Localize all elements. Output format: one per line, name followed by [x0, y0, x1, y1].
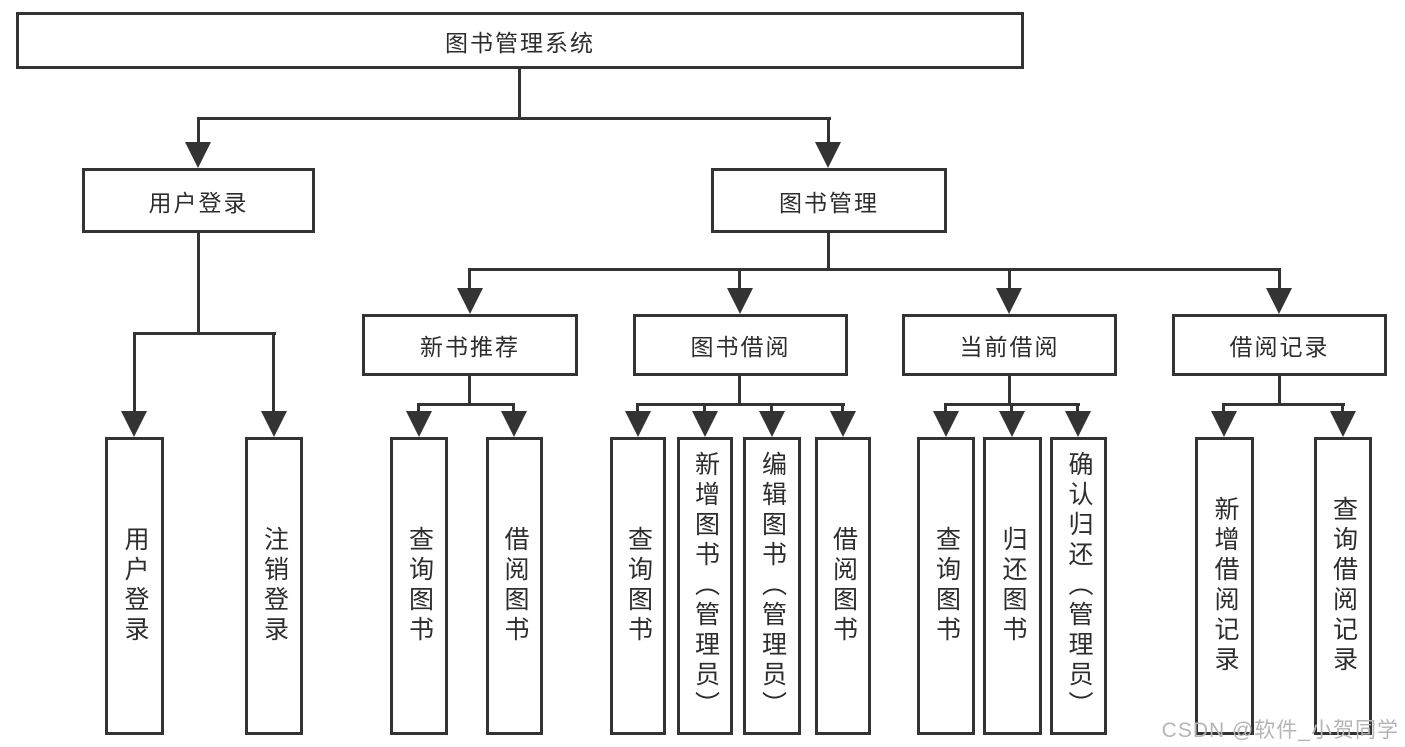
node-label: 归还图书	[999, 526, 1027, 646]
node-label: 查询图书	[932, 526, 961, 646]
connector-line	[1010, 403, 1013, 413]
node-borrowing-records: 借阅记录	[1172, 314, 1387, 376]
connector-line	[703, 403, 706, 413]
arrow-down-icon	[1266, 288, 1292, 314]
node-label: 当前借阅	[959, 334, 1060, 360]
node-label: 用户登录	[148, 189, 249, 216]
connector-line	[518, 69, 521, 119]
node-label: 查询图书	[405, 526, 434, 646]
arrow-down-icon	[1330, 411, 1356, 437]
connector-line	[133, 332, 136, 413]
connector-line	[1076, 403, 1079, 413]
arrow-down-icon	[933, 411, 959, 437]
arrow-down-icon	[999, 411, 1025, 437]
arrow-down-icon	[261, 411, 287, 437]
node-leaf-borrow-books-1: 借阅图书	[486, 437, 543, 735]
node-leaf-add-book-admin: 新增图书（管理员）	[677, 437, 733, 735]
arrow-down-icon	[727, 288, 753, 314]
arrow-down-icon	[996, 288, 1022, 314]
node-leaf-query-books-3: 查询图书	[917, 437, 975, 735]
node-leaf-edit-book-admin: 编辑图书（管理员）	[743, 437, 801, 735]
arrow-down-icon	[185, 142, 211, 168]
connector-line	[841, 403, 844, 413]
arrow-down-icon	[815, 142, 841, 168]
connector-line	[944, 403, 947, 413]
node-label: 注销登录	[260, 526, 289, 646]
node-leaf-user-login: 用户登录	[105, 437, 164, 735]
node-leaf-return-books: 归还图书	[983, 437, 1042, 735]
node-label: 图书借阅	[690, 334, 791, 360]
connector-line	[1341, 403, 1344, 413]
node-user-login: 用户登录	[82, 168, 315, 233]
node-label: 图书管理	[779, 189, 879, 216]
connector-line	[1278, 268, 1281, 290]
connector-line	[738, 376, 741, 405]
connector-line	[1278, 376, 1281, 405]
node-new-book-recommend: 新书推荐	[362, 314, 578, 376]
node-label: 编辑图书（管理员）	[758, 451, 787, 721]
node-label: 确认归还（管理员）	[1065, 451, 1093, 721]
connector-line	[468, 268, 471, 290]
connector-line	[468, 268, 1281, 271]
node-leaf-borrow-books-2: 借阅图书	[815, 437, 871, 735]
connector-line	[636, 403, 639, 413]
connector-line	[827, 117, 830, 144]
arrow-down-icon	[406, 411, 432, 437]
node-label: 新增图书（管理员）	[691, 451, 720, 721]
connector-line	[272, 332, 275, 413]
connector-line	[827, 233, 830, 271]
node-label: 用户登录	[121, 526, 149, 646]
connector-line	[417, 403, 420, 413]
node-label: 借阅记录	[1229, 334, 1330, 360]
node-label: 查询图书	[624, 526, 653, 646]
connector-line	[197, 117, 200, 144]
connector-line	[133, 332, 276, 335]
connector-line	[1222, 403, 1225, 413]
arrow-down-icon	[692, 411, 718, 437]
node-library-system: 图书管理系统	[16, 12, 1024, 69]
connector-line	[636, 403, 845, 406]
arrow-down-icon	[501, 411, 527, 437]
node-label: 查询借阅记录	[1329, 496, 1358, 676]
node-label: 新增借阅记录	[1211, 496, 1239, 676]
connector-line	[197, 117, 831, 120]
node-leaf-logout: 注销登录	[245, 437, 303, 735]
connector-line	[417, 403, 515, 406]
connector-line	[770, 403, 773, 413]
connector-line	[512, 403, 515, 413]
node-label: 图书管理系统	[445, 29, 595, 56]
node-label: 借阅图书	[829, 526, 858, 646]
arrow-down-icon	[121, 411, 147, 437]
connector-line	[738, 268, 741, 290]
node-current-borrowing: 当前借阅	[902, 314, 1117, 376]
connector-line	[197, 233, 200, 334]
node-leaf-query-books-1: 查询图书	[390, 437, 448, 735]
arrow-down-icon	[830, 411, 856, 437]
csdn-watermark: CSDN @软件_小贺同学	[1161, 719, 1399, 742]
node-leaf-query-borrow-record: 查询借阅记录	[1314, 437, 1372, 735]
connector-line	[1008, 376, 1011, 405]
connector-line	[468, 376, 471, 405]
arrow-down-icon	[759, 411, 785, 437]
arrow-down-icon	[1211, 411, 1237, 437]
node-label: 新书推荐	[420, 334, 520, 360]
connector-line	[1008, 268, 1011, 290]
node-book-borrowing: 图书借阅	[633, 314, 848, 376]
connector-line	[1222, 403, 1345, 406]
node-leaf-confirm-return-admin: 确认归还（管理员）	[1050, 437, 1107, 735]
arrow-down-icon	[1065, 411, 1091, 437]
node-leaf-add-borrow-record: 新增借阅记录	[1195, 437, 1254, 735]
arrow-down-icon	[457, 288, 483, 314]
arrow-down-icon	[625, 411, 651, 437]
node-book-management: 图书管理	[711, 168, 947, 233]
node-leaf-query-books-2: 查询图书	[610, 437, 666, 735]
node-label: 借阅图书	[501, 526, 529, 646]
